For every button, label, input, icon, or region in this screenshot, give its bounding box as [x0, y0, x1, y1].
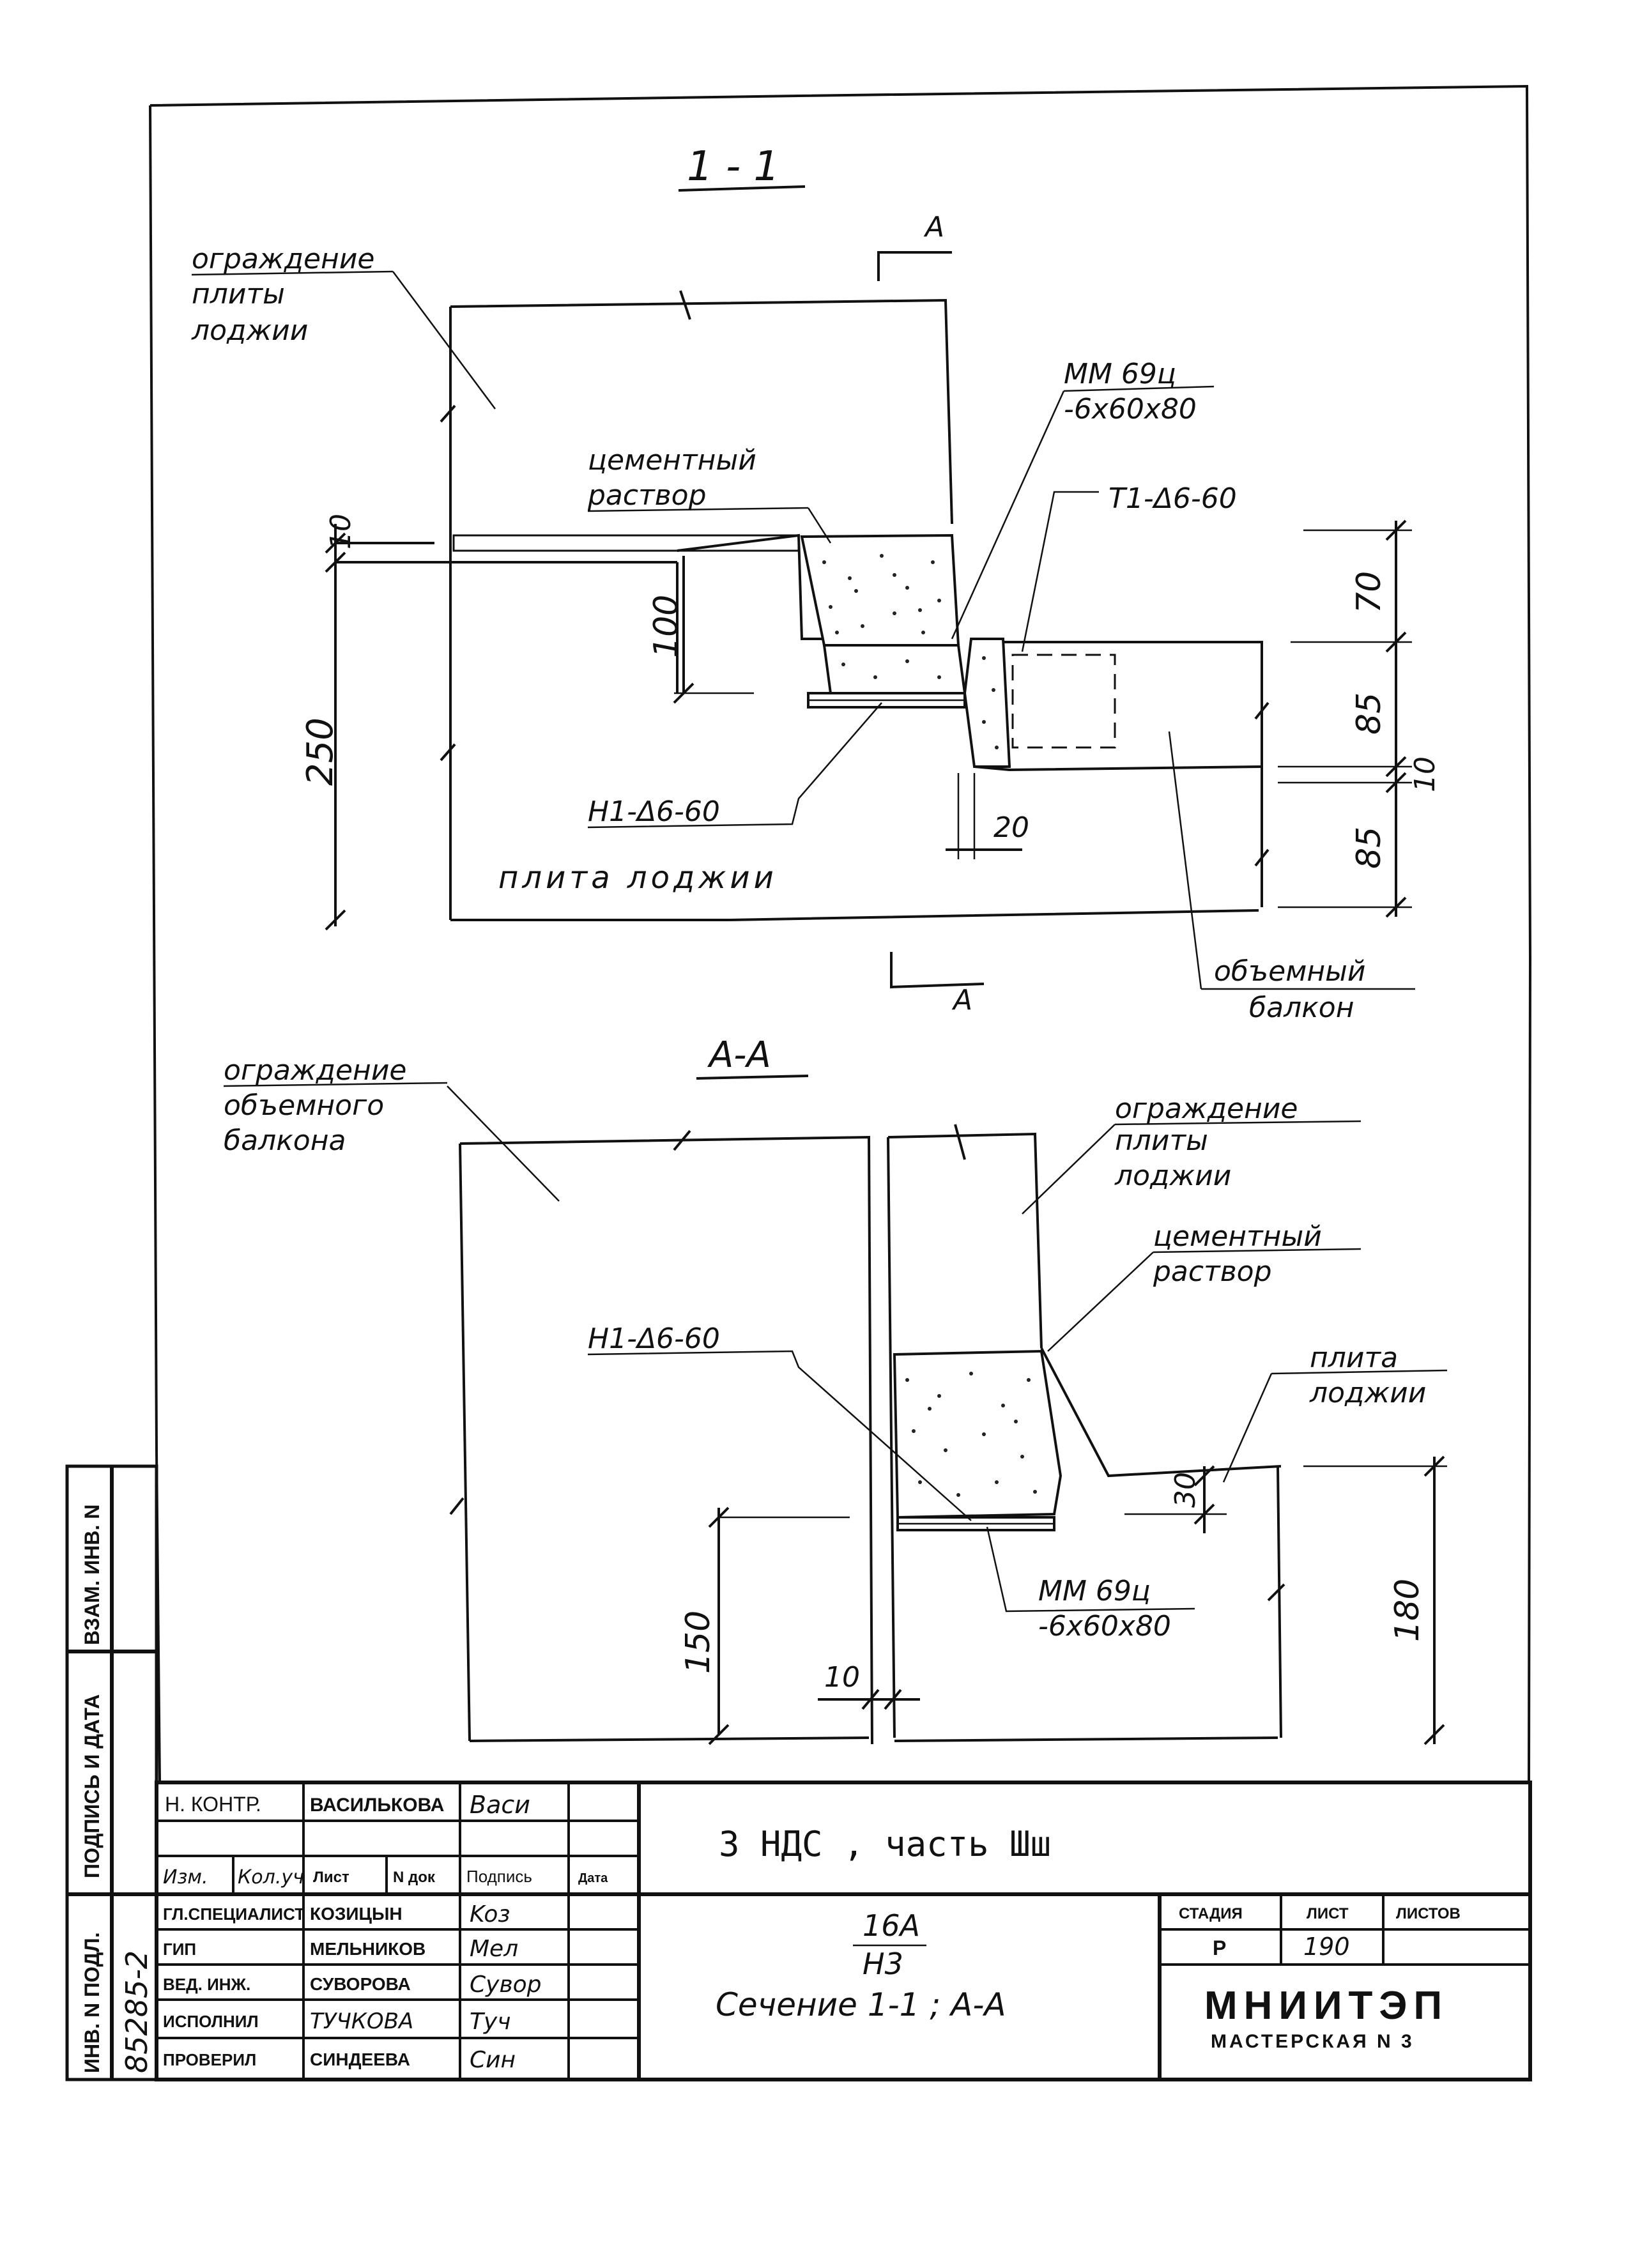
tb-row7-name: СИНДЕЕВА	[310, 2050, 410, 2069]
tb-list-label: ЛИСТ	[1307, 1905, 1349, 1922]
dim-150: 150	[679, 1611, 717, 1674]
tb-header-izm: Изм.	[163, 1866, 208, 1889]
tb-sheet-title: Сечение 1-1 ; А-А	[716, 1986, 1006, 2023]
tb-header-data: Дата	[578, 1871, 608, 1885]
tb-header-koluch: Кол.уч	[238, 1866, 304, 1889]
label-h1-aa: Н1-Δ6-60	[588, 1322, 720, 1355]
side-stamp-vzam: ВЗАМ. ИНВ. N	[81, 1505, 104, 1645]
tb-row1-sign: Васи	[470, 1791, 530, 1819]
label-balcony-11-2: балкон	[1249, 992, 1354, 1024]
tb-row6-sign: Туч	[470, 2009, 511, 2035]
title-block: Изм. Кол.уч Лист N док Подпись Дата Н. К…	[155, 1781, 1532, 2081]
tb-row5-role: ВЕД. ИНЖ.	[163, 1975, 250, 1994]
label-balcony-11-1: объемный	[1214, 955, 1366, 988]
label-fence-slab-aa-2: плиты	[1115, 1124, 1208, 1157]
label-mm-11-2: -6х60х80	[1064, 393, 1197, 425]
section-a-a: A-A 150	[223, 1034, 1448, 1745]
tb-row3-role: ГЛ.СПЕЦИАЛИСТ	[163, 1904, 305, 1924]
label-mortar-aa-1: цементный	[1153, 1220, 1322, 1253]
label-fence-slab-11-1: ограждение	[192, 243, 375, 275]
label-slab-aa-1: плита	[1310, 1342, 1398, 1374]
tb-row7-role: ПРОВЕРИЛ	[163, 2050, 256, 2069]
section-aa-title: A-A	[707, 1034, 771, 1076]
cut-marker-bottom: A	[951, 984, 972, 1016]
tb-row4-sign: Мел	[470, 1936, 518, 1962]
tb-row5-name: СУВОРОВА	[310, 1974, 411, 1994]
sheet-frame	[149, 84, 1532, 1784]
tb-row1-name: ВАСИЛЬКОВА	[310, 1795, 444, 1816]
section-1-1-title: 1 - 1	[687, 143, 779, 190]
side-stamp: ВЗАМ. ИНВ. N ПОДПИСЬ И ДАТА ИНВ. N ПОДЛ.…	[65, 1464, 158, 2081]
tb-row3-name: КОЗИЦЫН	[310, 1904, 403, 1924]
dim-100: 100	[647, 595, 686, 658]
tb-code-top: 16А	[863, 1908, 920, 1943]
tb-row6-name: ТУЧКОВА	[310, 2009, 413, 2034]
dim-85-lower: 85	[1350, 827, 1388, 869]
dim-10-aa: 10	[824, 1661, 860, 1694]
tb-row4-role: ГИП	[163, 1940, 196, 1959]
label-slab-aa-2: лоджии	[1309, 1377, 1426, 1409]
tb-org-sub: МАСТЕРСКАЯ N 3	[1211, 2031, 1415, 2052]
tb-row1-role: Н. КОНТР.	[165, 1793, 261, 1816]
label-fence-slab-aa-3: лоджии	[1114, 1160, 1231, 1192]
label-fence-slab-11-2: плиты	[192, 278, 285, 310]
cut-marker-top: A	[923, 211, 944, 243]
label-h1-11: Н1-Δ6-60	[588, 795, 720, 828]
label-mortar-11-2: раствор	[587, 479, 707, 512]
label-fence-balcony-2: объемного	[224, 1089, 384, 1122]
label-mm-aa-2: -6х60х80	[1038, 1610, 1171, 1643]
dim-10-right: 10	[1409, 756, 1441, 792]
label-fence-slab-11-3: лоджии	[191, 314, 308, 347]
dim-85-upper: 85	[1350, 693, 1388, 735]
tb-stadia-label: СТАДИЯ	[1179, 1905, 1243, 1922]
tb-row7-sign: Син	[470, 2047, 516, 2073]
dim-250: 250	[300, 717, 341, 786]
label-mm-11-1: ММ 69ц	[1064, 358, 1176, 390]
tb-row4-name: МЕЛЬНИКОВ	[310, 1939, 426, 1959]
tb-list: 190	[1303, 1933, 1350, 1961]
tb-header-podpis: Подпись	[466, 1867, 532, 1886]
side-stamp-inv-number: 85285-2	[119, 1950, 154, 2073]
tb-row5-sign: Сувор	[470, 1972, 542, 1998]
label-fence-balcony-1: ограждение	[224, 1054, 407, 1087]
dim-30: 30	[1169, 1472, 1202, 1508]
side-stamp-podpis: ПОДПИСЬ И ДАТА	[81, 1694, 104, 1878]
tb-org: МНИИТЭП	[1204, 1984, 1448, 2028]
label-mm-aa-1: ММ 69ц	[1038, 1575, 1151, 1607]
tb-stadia: Р	[1213, 1936, 1226, 1959]
label-mortar-aa-2: раствор	[1153, 1255, 1272, 1288]
tb-code-bottom: Н3	[863, 1947, 903, 1981]
dim-70: 70	[1350, 571, 1388, 613]
label-t1-11: Т1-Δ6-60	[1108, 482, 1237, 515]
dim-180: 180	[1388, 1579, 1427, 1642]
label-slab-11: плита лоджии	[498, 860, 778, 896]
tb-listov-label: ЛИСТОВ	[1396, 1905, 1461, 1922]
label-mortar-11-1: цементный	[588, 444, 756, 477]
side-stamp-inv: ИНВ. N ПОДЛ.	[81, 1932, 104, 2073]
label-fence-balcony-3: балкона	[224, 1124, 346, 1157]
section-1-1: 1 - 1 A ограждение плиты лоджии	[191, 143, 1441, 1024]
tb-row3-sign: Koз	[470, 1901, 510, 1927]
tb-row6-role: ИСПОЛНИЛ	[163, 2012, 259, 2031]
tb-project: 3 НДС , часть Шш	[719, 1824, 1051, 1864]
dim-10-top: 10	[325, 514, 357, 549]
tb-header-ndok: N док	[393, 1869, 436, 1886]
tb-header-list: Лист	[313, 1869, 349, 1886]
dim-20: 20	[993, 811, 1029, 844]
label-fence-slab-aa-1: ограждение	[1115, 1092, 1298, 1125]
